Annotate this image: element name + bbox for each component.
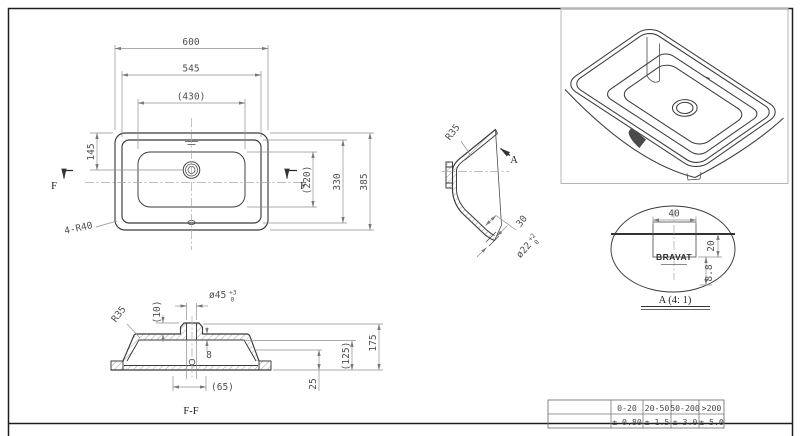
dim-330-label: 330 [332,173,343,190]
dim-30: 30 [485,213,530,231]
detail-a-marker-label: A [510,155,518,166]
table-tol-1: ± 0.80 [612,417,642,427]
side-section-view: R35 A 30 ø22 +2 0 [442,122,541,260]
dim-220: (220) [247,151,317,208]
isometric-frame [560,8,789,184]
dim-22-label: ø22 [514,240,534,260]
corner-radius-label: 4-R40 [63,220,94,237]
side-r35-label: R35 [443,122,462,142]
dim-20: 20 [698,233,722,258]
corner-radius-callout: 4-R40 [63,220,118,237]
iso-faucet-riser [646,37,660,83]
ff-r35-label: R35 [109,304,128,324]
section-view-ff: ø45 +3 0 (10) R35 8 [109,290,383,417]
dim-430: (430) [137,92,246,149]
ff-radius-callout: R35 [109,304,141,339]
table-tol-2: ± 1.5 [645,417,670,427]
dim-175: 175 [203,323,383,371]
dim-125: (125) [246,340,356,371]
detail-view-a: BRAVAT 40 20 8.8 A (4: 1) [610,205,736,310]
ff-body-outline [110,322,272,371]
dim-220-label: (220) [302,166,313,195]
dim-600-label: 600 [182,37,199,48]
dim-8-8-label: 8.8 [704,264,715,281]
dim-145: 145 [86,132,183,171]
section-f-left-label: F [51,181,57,192]
dim-8-8: 8.8 [700,256,715,286]
dim-65: (65) [172,340,234,393]
dim-145-label: 145 [86,143,97,160]
dim-385-label: 385 [359,173,370,190]
dim-22-tol-lower: 0 [533,239,541,247]
detail-title: A (4: 1) [659,295,692,306]
table-tol-4: ± 5.0 [699,417,724,427]
dim-125-label: (125) [341,342,352,371]
isometric-basin [564,25,782,171]
dim-8: 8 [205,327,212,361]
table-range-1: 0-20 [617,403,637,413]
dim-20-label: 20 [706,240,717,252]
plan-view: 600 545 (430) 145 (220) [51,37,374,250]
table-range-3: 50-200 [670,403,700,413]
table-range-4: >200 [702,403,722,413]
dim-45-tol-upper: +3 [229,290,237,297]
sheet-border [7,7,794,436]
brand-logo: BRAVAT [656,252,692,262]
dim-330: 330 [263,139,347,224]
dim-hole-45: ø45 +3 0 [175,290,237,320]
dim-545-label: 545 [182,64,199,75]
dim-545: 545 [121,64,262,137]
dim-25: 25 [254,349,322,391]
iso-logo-mark [702,75,711,79]
dim-385: 385 [270,132,374,231]
dim-175-label: 175 [368,334,379,351]
dim-65-label: (65) [211,382,234,393]
iso-drain-outer [667,96,702,120]
section-f-right-label: F [300,181,306,192]
table-tol-3: ± 3.0 [673,417,698,427]
dim-10-label: (10) [152,301,163,324]
dim-25-label: 25 [308,378,319,389]
detail-title-block: A (4: 1) [641,295,710,310]
dim-45-tol-lower: 0 [231,297,235,304]
dim-45-label: ø45 [209,290,226,301]
iso-drain-inner [673,100,696,116]
dim-600: 600 [114,37,269,130]
table-range-2: 20-50 [645,403,670,413]
logo-recess [652,221,697,258]
dim-40: 40 [652,209,697,224]
dim-8-label: 8 [206,350,212,361]
side-radius-callout: R35 [443,122,472,157]
dim-430-label: (430) [177,92,206,103]
detail-a-marker: A [500,147,518,166]
dim-30-label: 30 [514,213,530,229]
dim-10: (10) [152,301,179,342]
iso-overflow-spout [628,127,646,148]
section-marker-f-right: F [284,168,306,192]
dim-40-label: 40 [668,209,680,220]
section-marker-f-left: F [51,168,73,192]
ff-section-title: F-F [183,406,198,417]
isometric-view [560,8,789,184]
dim-22-tol-upper: +2 [527,232,537,242]
tolerance-table: 0-20 20-50 50-200 >200 ± 0.80 ± 1.5 ± 3.… [547,399,725,429]
mounting-boss [445,161,453,189]
